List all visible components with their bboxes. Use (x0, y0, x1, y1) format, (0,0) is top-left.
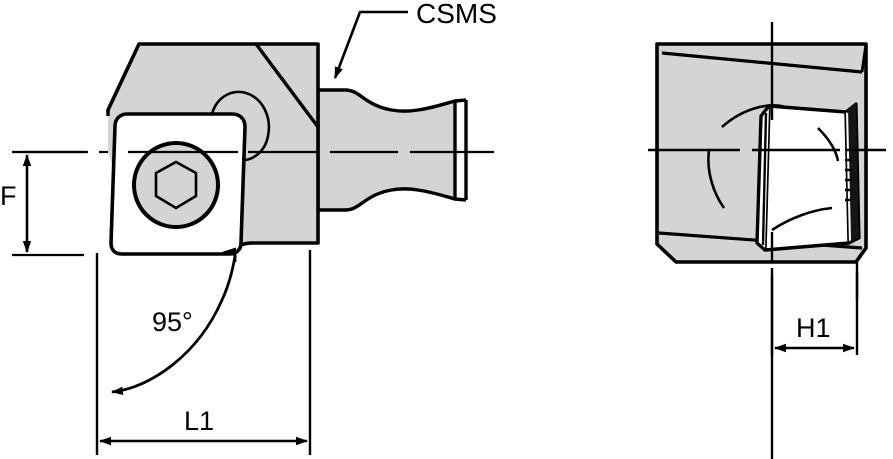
scribe-arc-lower-right (771, 206, 833, 232)
dimension-l1: L1 (95, 250, 312, 455)
end-view-scribe-marks (707, 104, 840, 232)
h1-dimension-label: H1 (796, 313, 831, 343)
l1-dimension-label: L1 (184, 406, 214, 436)
end-view-insert-left-edge (761, 112, 768, 246)
shank-profile (316, 88, 457, 212)
end-view-insert (755, 102, 861, 252)
cutting-edge-band (848, 104, 859, 241)
pocket-arc (209, 90, 271, 162)
dimension-angle: 95° (111, 247, 237, 396)
scribe-arc-lower-left (707, 149, 726, 209)
dimension-f: F (0, 150, 84, 257)
csms-callout: CSMS (333, 0, 497, 79)
cutting-edge-hatch-lines (845, 148, 852, 202)
end-view-cutting-edge-hatch (845, 104, 859, 241)
end-view-insert-face (763, 104, 851, 252)
side-view (22, 42, 494, 256)
insert-pocket (209, 90, 271, 162)
end-view-top-right-edge (860, 43, 868, 73)
csms-label: CSMS (416, 0, 497, 29)
dimension-h1: H1 (770, 262, 859, 355)
scribe-arc-upper-left (721, 104, 786, 128)
end-view (648, 22, 886, 459)
angle-dimension-label: 95° (152, 307, 193, 337)
head-top-outline (106, 42, 320, 112)
head-chamfer-line (254, 42, 320, 129)
csms-leader-line (333, 10, 408, 79)
shank-coupling (316, 88, 468, 212)
f-dimension-label: F (0, 181, 17, 211)
end-view-top-edge (661, 51, 863, 74)
cutting-insert (109, 112, 247, 256)
scribe-arc-upper-right (817, 127, 840, 162)
angle-arc (111, 255, 237, 396)
hex-socket-icon (154, 160, 198, 210)
shank-end-rib-edges (454, 98, 467, 202)
